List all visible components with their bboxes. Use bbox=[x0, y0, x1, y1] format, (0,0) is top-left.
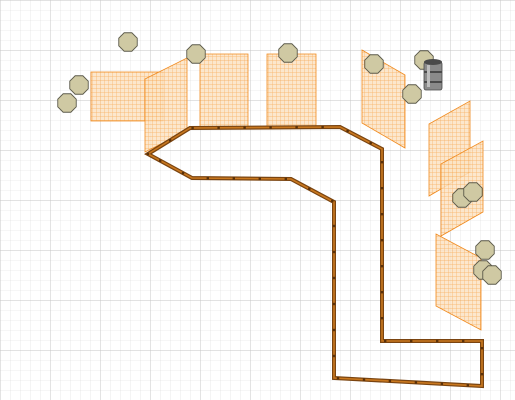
wall-post-15 bbox=[380, 265, 384, 268]
wall-post-9 bbox=[346, 129, 349, 133]
wall-post-29 bbox=[336, 377, 340, 380]
wall-post-34 bbox=[332, 250, 336, 254]
wall-post-42 bbox=[181, 171, 185, 175]
wall-post-25 bbox=[440, 382, 444, 385]
wall-post-8 bbox=[321, 125, 324, 129]
wall-post-14 bbox=[380, 239, 384, 242]
wall-post-38 bbox=[284, 177, 287, 181]
wall-post-28 bbox=[362, 378, 366, 381]
boulder-3[interactable] bbox=[57, 93, 77, 113]
wall-post-12 bbox=[380, 187, 384, 190]
wall-post-5 bbox=[243, 126, 246, 129]
wall-posts bbox=[146, 125, 484, 387]
wall-post-3 bbox=[191, 126, 194, 130]
wall-post-30 bbox=[332, 354, 336, 358]
wall-post-11 bbox=[380, 161, 384, 164]
wall-post-16 bbox=[380, 291, 384, 294]
wall-post-40 bbox=[232, 177, 235, 180]
fence-panel-right[interactable] bbox=[266, 53, 317, 129]
boulder-13[interactable] bbox=[482, 265, 502, 285]
boulder-5[interactable] bbox=[278, 43, 298, 63]
wall-post-23 bbox=[480, 373, 484, 376]
wall-post-17 bbox=[380, 317, 384, 320]
wall-post-27 bbox=[388, 379, 392, 383]
wall-post-22 bbox=[480, 347, 484, 350]
wall-post-2 bbox=[168, 139, 172, 142]
wall-post-6 bbox=[269, 126, 272, 129]
boulder-4[interactable] bbox=[186, 44, 206, 64]
boulder-10[interactable] bbox=[463, 182, 483, 202]
timber-wall-path[interactable] bbox=[144, 124, 484, 389]
fence-panel-center[interactable] bbox=[199, 53, 249, 129]
boulder-1[interactable] bbox=[118, 32, 138, 52]
barrel-icon[interactable] bbox=[423, 59, 443, 91]
wall-post-1 bbox=[146, 152, 150, 156]
boulder-11[interactable] bbox=[475, 240, 495, 260]
wall-post-7 bbox=[295, 126, 298, 129]
wall-inner-stroke bbox=[146, 126, 483, 387]
wall-post-36 bbox=[331, 199, 334, 203]
fence-panels bbox=[90, 49, 484, 331]
boulder-2[interactable] bbox=[69, 75, 89, 95]
wall-post-4 bbox=[217, 126, 220, 129]
boulder-6[interactable] bbox=[364, 54, 384, 74]
fence-panel-side-lower[interactable] bbox=[435, 233, 482, 331]
wall-post-21 bbox=[462, 339, 465, 343]
wall-post-43 bbox=[159, 159, 162, 162]
wall-post-20 bbox=[436, 339, 439, 343]
wall-post-10 bbox=[369, 141, 372, 145]
wall-post-18 bbox=[384, 339, 387, 343]
boulder-8[interactable] bbox=[402, 84, 422, 104]
fence-panel-side-top[interactable] bbox=[361, 49, 406, 149]
wall-post-19 bbox=[410, 339, 413, 343]
wall-post-37 bbox=[308, 187, 311, 190]
wall-post-33 bbox=[332, 276, 336, 280]
wall-post-39 bbox=[258, 177, 261, 180]
wall-post-31 bbox=[332, 328, 336, 332]
wall-post-13 bbox=[380, 213, 384, 216]
wall-post-26 bbox=[414, 381, 418, 384]
wall-post-35 bbox=[332, 224, 336, 228]
wall-post-32 bbox=[332, 302, 336, 306]
wall-post-41 bbox=[206, 177, 209, 180]
wall-post-24 bbox=[466, 384, 469, 387]
